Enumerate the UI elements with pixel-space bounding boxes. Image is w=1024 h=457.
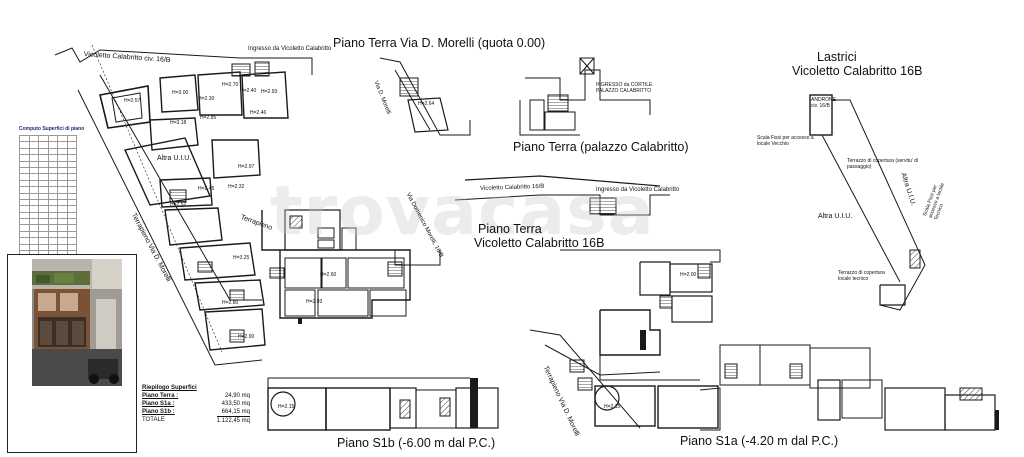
- height-label: H=2.70: [222, 82, 239, 88]
- summary-value: 664,15 mq: [221, 409, 250, 415]
- summary-value: 433,50 mq: [221, 401, 250, 407]
- summary-row: Piano S1b : 664,15 mq: [142, 408, 250, 416]
- height-label: H=2.93: [306, 299, 323, 305]
- label-altra-uiu-right2: Altra U.I.U.: [818, 213, 853, 220]
- label-ingresso-vicoletto: Ingresso da Vicoletto Calabritto: [248, 46, 332, 52]
- morelli-boundary: [54, 47, 313, 75]
- label-terrazzo-1: Terrazzo di copertura (servitu' di passa…: [847, 158, 918, 170]
- surface-summary: Riepilogo Superfici Piano Terra : 24,90 …: [142, 384, 250, 425]
- height-label: H=2.45: [198, 186, 215, 192]
- watermark: trovacasa: [270, 172, 655, 251]
- computo-table: Computo Superfici di piano: [19, 126, 85, 264]
- summary-row: Piano Terra : 24,90 mq: [142, 392, 250, 400]
- title-s1b: Piano S1b (-6.00 m dal P.C.): [337, 436, 496, 450]
- label-altra-uiu: Altra U.I.U.: [157, 155, 192, 162]
- label-androne: ANDRONE civ. 16/B: [811, 97, 837, 109]
- height-label: H=2.00: [680, 272, 697, 278]
- title-ground-vicoletto-1: Piano Terra: [478, 222, 542, 236]
- label-ingresso-palazzo: INGRESSO da CORTILE PALAZZO CALABRITTO: [596, 82, 653, 94]
- height-label: H=2.80: [222, 300, 239, 306]
- height-label: H=2.60: [320, 272, 337, 278]
- label-scala-1: Scala Fissi per accesso a locale Vecchio: [757, 135, 814, 147]
- title-s1a: Piano S1a (-4.20 m dal P.C.): [680, 434, 839, 448]
- title-lastrici-1: Lastrici: [817, 50, 857, 64]
- computo-row: [19, 211, 77, 220]
- summary-row: Piano S1a : 433,50 mq: [142, 400, 250, 408]
- height-label: H=2.32: [228, 184, 245, 190]
- title-ground-vicoletto-2: Vicoletto Calabritto 16B: [474, 236, 605, 250]
- computo-row: [19, 237, 77, 245]
- title-ground-palazzo: Piano Terra (palazzo Calabritto): [513, 140, 689, 154]
- summary-label: Piano Terra :: [142, 393, 179, 399]
- label-ingresso-mid: Ingresso da Vicoletto Calabritto: [596, 187, 680, 193]
- height-label: H=2.57: [124, 98, 141, 104]
- building-photo: [32, 259, 122, 386]
- summary-label: Piano S1a :: [142, 401, 175, 407]
- height-label: H=2.85: [200, 115, 217, 121]
- summary-total-row: TOTALE 1.122,45 mq: [142, 416, 250, 425]
- height-label: H=2.15: [278, 404, 295, 410]
- computo-grid: [19, 134, 77, 264]
- summary-label: Piano S1b :: [142, 409, 175, 415]
- height-label: H=2.64: [418, 101, 435, 107]
- label-terrazzo-2: Terrazzo di copertura locale tecnico: [838, 270, 885, 282]
- height-label: H=2.90: [238, 334, 255, 340]
- summary-total-label: TOTALE: [142, 417, 165, 423]
- title-ground-morelli: Piano Terra Via D. Morelli (quota 0.00): [333, 36, 546, 50]
- summary-value: 24,90 mq: [224, 393, 250, 399]
- height-label: H=2.97: [238, 164, 255, 170]
- summary-header: Riepilogo Superfici: [142, 385, 197, 391]
- height-label: H=3.00: [172, 90, 189, 96]
- summary-total-value: 1.122,45 mq: [216, 416, 250, 424]
- title-lastrici-2: Vicoletto Calabritto 16B: [792, 64, 923, 78]
- height-label: H=3.18: [170, 120, 187, 126]
- height-label: H=2.40: [240, 88, 257, 94]
- height-label: H=2.52: [170, 202, 187, 208]
- computo-title: Computo Superfici di piano: [19, 126, 85, 132]
- height-label: H=2.93: [261, 89, 278, 95]
- height-label: H=2.46: [250, 110, 267, 116]
- height-label: H=2.30: [198, 96, 215, 102]
- height-label: H=3.25: [233, 255, 250, 261]
- height-label: H=2.15: [604, 404, 621, 410]
